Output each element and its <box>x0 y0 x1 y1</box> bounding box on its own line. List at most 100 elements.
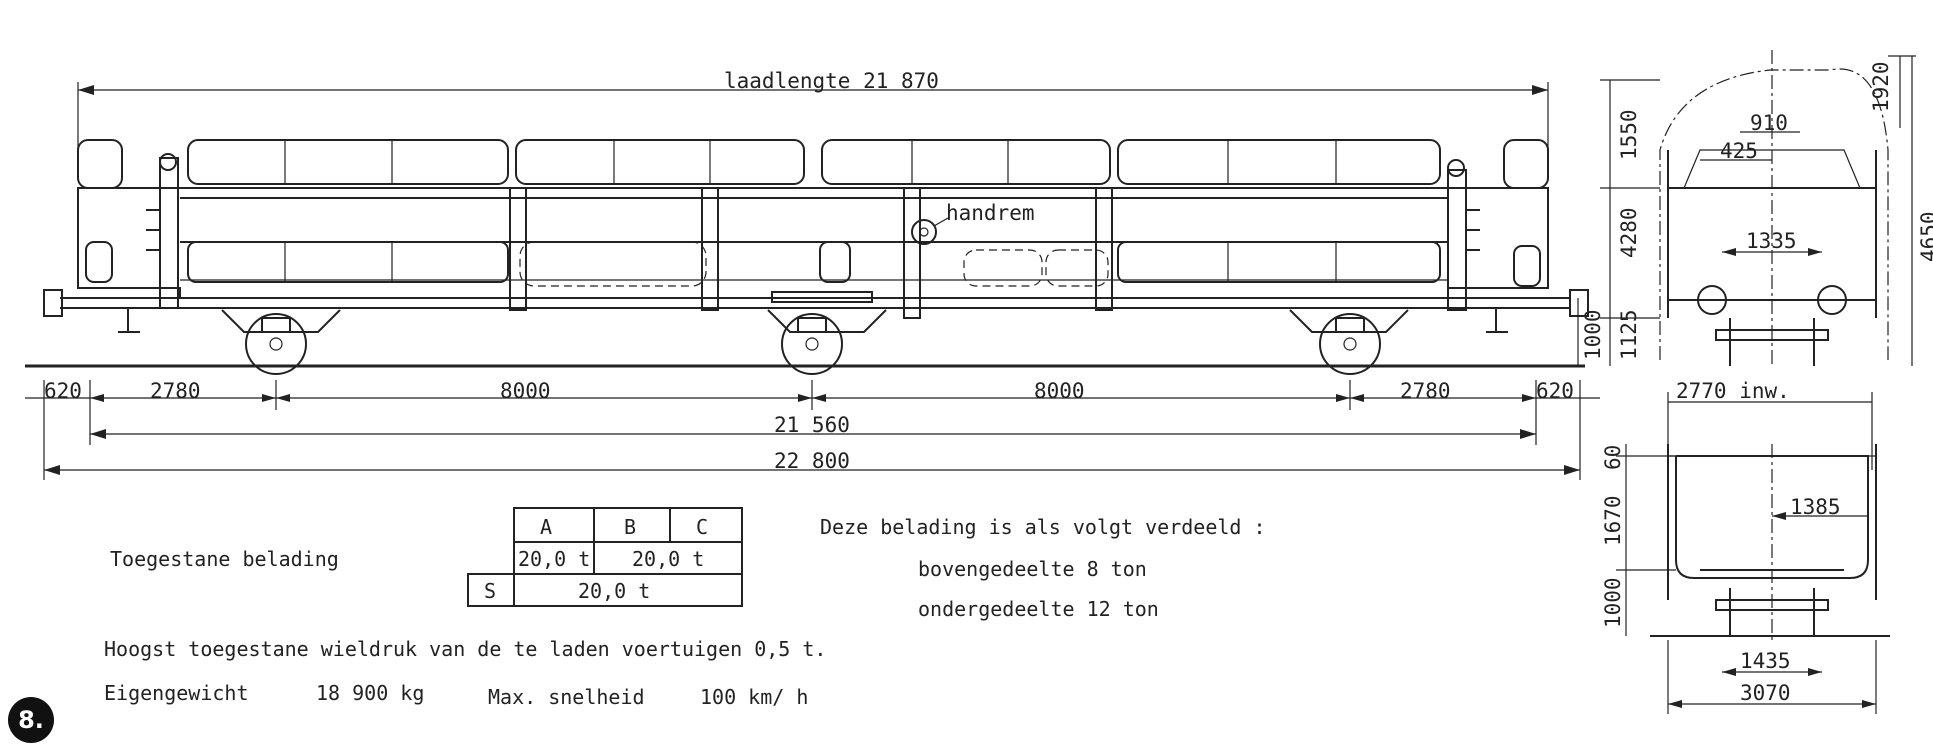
arrow-right-icon <box>1532 85 1548 95</box>
lamp-right-icon <box>1447 159 1465 177</box>
dim-1335: 1335 <box>1746 229 1797 253</box>
arrow-left-icon <box>1722 668 1736 676</box>
arrow-right-icon <box>1564 465 1580 475</box>
own-weight-label: Eigengewicht <box>104 681 249 705</box>
dim-1385: 1385 <box>1790 495 1841 519</box>
max-speed-value: 100 km/ h <box>700 685 808 709</box>
distribution-upper: bovengedeelte 8 ton <box>918 557 1147 581</box>
end-buffer-right-icon <box>1817 285 1847 315</box>
arrow-right-icon <box>1862 700 1876 708</box>
dim-ticks-row1 <box>43 380 1581 480</box>
dim-22800: 22 800 <box>774 449 850 473</box>
buffer-right <box>1569 289 1589 317</box>
dashed-vehicle-mid <box>963 249 1043 287</box>
dim-1550: 1550 <box>1617 109 1641 160</box>
dim-3070: 3070 <box>1740 681 1791 705</box>
section-axle <box>1715 599 1829 611</box>
max-speed-label: Max. snelheid <box>488 685 645 709</box>
dim-425: 425 <box>1720 139 1758 163</box>
arrow-right-icon <box>1520 429 1536 439</box>
arrow-left-icon <box>1772 512 1786 520</box>
end-frame <box>1667 150 1877 318</box>
small-rail-left <box>85 241 113 283</box>
small-rail-right <box>1513 245 1541 287</box>
own-weight-value: 18 900 kg <box>316 681 424 705</box>
bogie-left <box>221 309 341 375</box>
distribution-title: Deze belading is als volgt verdeeld : <box>820 515 1266 539</box>
dashed-vehicle-left <box>519 241 707 287</box>
dim-1920: 1920 <box>1869 61 1893 112</box>
bogie-middle <box>767 309 887 375</box>
railing-seg-3 <box>821 139 1111 185</box>
ladder-right <box>1466 209 1480 251</box>
railing-posts <box>284 140 1337 184</box>
distribution-lower: ondergedeelte 12 ton <box>918 597 1159 621</box>
handbrake-leader <box>933 217 949 227</box>
distribution-note: Deze belading is als volgt verdeeld : bo… <box>820 515 1266 621</box>
dim-2780-right: 2780 <box>1400 379 1451 403</box>
end-axle <box>1715 329 1829 341</box>
end-buffer-left-icon <box>1697 285 1727 315</box>
dim-1000-side: 1000 <box>1581 309 1605 360</box>
arrow-left-icon <box>44 465 60 475</box>
table-cell-s: S <box>484 579 496 603</box>
side-view: laadlengte 21 870 <box>25 69 1605 480</box>
loading-gauge-profile <box>1659 68 1889 360</box>
dim-2780-left: 2780 <box>150 379 201 403</box>
dim-8000-right: 8000 <box>1034 379 1085 403</box>
dim-4280: 4280 <box>1617 207 1641 258</box>
stanchions <box>159 157 1467 319</box>
lower-railing-left <box>187 241 509 283</box>
dim-2770-inw: 2770 inw. <box>1676 379 1790 403</box>
dim-21560: 21 560 <box>774 413 850 437</box>
table-cell-s-value: 20,0 t <box>578 579 650 603</box>
handbrake-hub <box>919 227 929 237</box>
cross-section-view: 2770 inw. 1385 60 1670 1000 1435 3070 <box>1601 379 1890 714</box>
railing-end-right <box>1503 139 1549 189</box>
section-frame <box>1675 455 1869 579</box>
loading-table-label: Toegestane belading <box>110 547 339 571</box>
dim-620-left: 620 <box>44 379 82 403</box>
dim-arrows-row1 <box>90 394 1536 402</box>
buffer-left <box>43 289 63 317</box>
table-head-b: B <box>624 515 636 539</box>
handbrake-label: handrem <box>946 201 1035 225</box>
figure-number-badge: 8. <box>8 697 54 743</box>
dim-1000-section: 1000 <box>1601 577 1625 628</box>
lamp-left-icon <box>159 153 177 171</box>
lower-railing-posts <box>284 242 1337 282</box>
dim-1435: 1435 <box>1740 649 1791 673</box>
table-head-c: C <box>696 515 708 539</box>
railing-seg-1 <box>187 139 509 185</box>
section-side-posts <box>1667 444 1877 600</box>
dim-1670: 1670 <box>1601 495 1625 546</box>
dim-4650: 4650 <box>1917 211 1933 262</box>
dim-910: 910 <box>1750 111 1788 135</box>
arrow-right-icon <box>1808 248 1822 256</box>
table-cell-a: 20,0 t <box>518 547 590 571</box>
railing-end-left <box>77 139 123 189</box>
arrow-left-icon <box>78 85 94 95</box>
railing-seg-2 <box>515 139 805 185</box>
arrow-left-icon <box>1722 248 1736 256</box>
general-notes: Hoogst toegestane wieldruk van de te lad… <box>104 637 826 709</box>
handbrake-wheel-icon <box>911 219 937 245</box>
small-rail-mid <box>819 241 851 283</box>
loading-table: Toegestane belading A B C 20,0 t 20,0 t … <box>110 507 743 607</box>
arrow-right-icon <box>1808 668 1822 676</box>
end-view: 1550 4280 1125 910 425 1335 1920 4650 <box>1600 50 1933 366</box>
dim-620-right: 620 <box>1536 379 1574 403</box>
table-row-2 <box>467 573 743 607</box>
dim-60: 60 <box>1601 445 1625 470</box>
bogie-right <box>1289 309 1409 375</box>
wheel-pressure-note: Hoogst toegestane wieldruk van de te lad… <box>104 637 826 661</box>
load-length-label: laadlengte 21 870 <box>724 69 939 93</box>
dashed-vehicle-mid2 <box>1045 249 1109 287</box>
lower-railing-right <box>1117 241 1441 283</box>
arrow-left-icon <box>90 429 106 439</box>
ladder-left <box>146 209 160 251</box>
arrow-left-icon <box>1668 700 1682 708</box>
table-cell-bc: 20,0 t <box>632 547 704 571</box>
